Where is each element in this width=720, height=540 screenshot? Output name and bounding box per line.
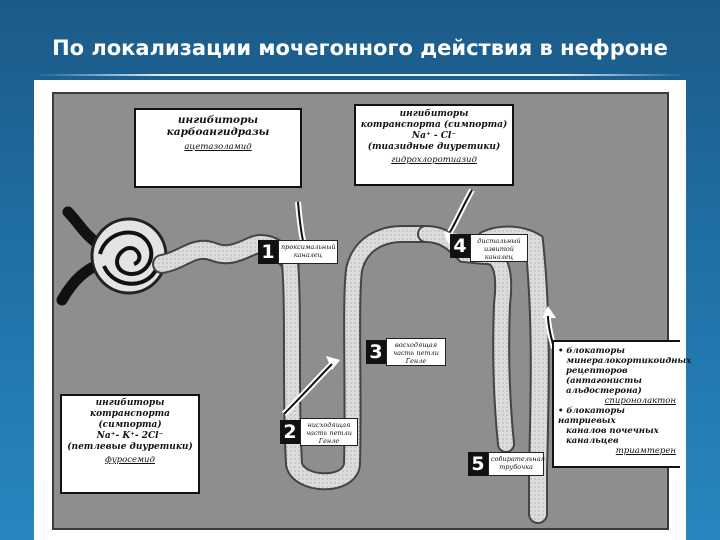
callout-loop-diuretics: ингибиторы котранспорта (симпорта) Na⁺- … (60, 394, 200, 494)
callout-thiazide-line-3: Na⁺ - Cl⁻ (411, 131, 457, 141)
segment-label-2: нисходящая часть петли Генле (300, 418, 358, 446)
callout-carbonic-heading-2: карбоангидразы (166, 126, 270, 138)
diagram-panel: ингибиторы карбоангидразы ацетазоламид и… (52, 92, 691, 530)
drug-triamterene: триамтерен (615, 446, 676, 456)
slide-title: По локализации мочегонного действия в не… (52, 36, 668, 60)
callout-loop-line-5: (петлевые диуретики) (67, 442, 193, 452)
callout-loop-line-3: (симпорта) (98, 420, 162, 430)
callout-thiazide-line-1: ингибиторы (399, 109, 469, 119)
segment-label-4: дистальный извитой каналец (470, 234, 528, 262)
callout-thiazide: ингибиторы котранспорта (симпорта) Na⁺ -… (354, 104, 514, 186)
segment-number-4: 4 (450, 234, 470, 258)
segment-number-2: 2 (280, 420, 300, 444)
callout-collecting-item-6: • блокаторы натриевых (558, 406, 625, 426)
callout-collecting-item-2: минералокортикоидных (566, 356, 692, 366)
callout-thiazide-line-4: (тиазидные диуретики) (367, 142, 501, 152)
callout-loop-line-1: ингибиторы (95, 398, 165, 408)
callout-collecting-duct: • блокаторы минералокортикоидных рецепто… (552, 340, 692, 468)
callout-collecting-item-1: • блокаторы (558, 346, 625, 356)
callout-collecting-item-8: канальцев (566, 436, 619, 446)
segment-number-1: 1 (258, 240, 278, 264)
callout-loop-line-4: Na⁺- K⁺- 2Cl⁻ (96, 431, 164, 441)
callout-arrows (281, 188, 557, 417)
callout-collecting-item-5: альдостерона) (566, 386, 642, 396)
callout-loop-line-2: котранспорта (90, 409, 170, 419)
callout-collecting-item-7: каналов почечных (566, 426, 659, 436)
title-divider (34, 74, 686, 76)
callout-collecting-item-4: (антагонисты (566, 376, 642, 386)
drug-furosemide: фуросемид (105, 455, 155, 465)
segment-label-3: восходящая часть петли Генле (386, 338, 446, 366)
callout-carbonic-heading-1: ингибиторы (177, 114, 259, 126)
segment-number-3: 3 (366, 340, 386, 364)
drug-acetazolamide: ацетазоламид (184, 142, 252, 152)
nephron-figure: ингибиторы карбоангидразы ацетазоламид и… (34, 80, 691, 540)
drug-spironolactone: спиронолактон (604, 396, 676, 406)
callout-thiazide-line-2: котранспорта (симпорта) (360, 120, 508, 130)
segment-label-5: собирательная трубочка (488, 452, 545, 476)
callout-collecting-item-3: рецепторов (566, 366, 628, 376)
drug-hydrochlorothiazide: гидрохлоротиазид (391, 155, 477, 165)
segment-label-1: проксимальный каналец (278, 240, 338, 264)
callout-carbonic-anhydrase: ингибиторы карбоангидразы ацетазоламид (134, 108, 302, 188)
segment-number-5: 5 (468, 452, 488, 476)
